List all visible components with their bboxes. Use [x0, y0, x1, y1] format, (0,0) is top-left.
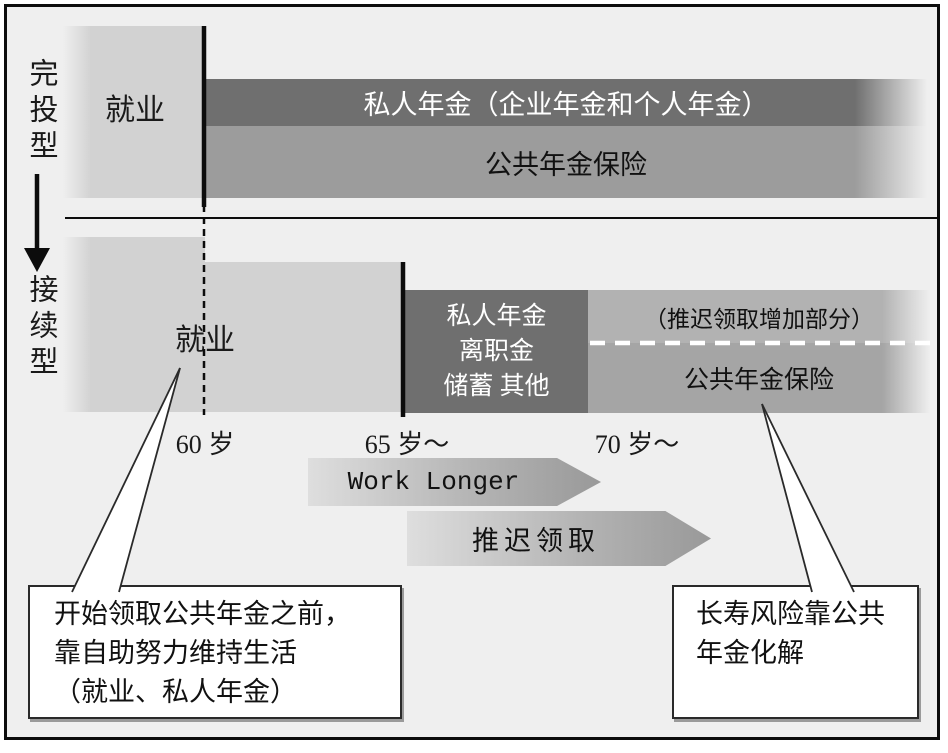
age-label-65: 65 岁～: [364, 430, 450, 459]
right-callout-box: 长寿风险靠公共 年金化解: [672, 585, 919, 719]
right-callout-line-2: 年金化解: [696, 638, 804, 668]
top-private-pension-bar: 私人年金（企业年金和个人年金）: [205, 79, 927, 126]
self-funds-box: 私人年金 离职金 储蓄 其他: [405, 290, 588, 413]
bottom-employment-label: 就业: [175, 324, 235, 357]
top-public-pension-bar: 公共年金保险: [205, 126, 927, 198]
type-label-continuation: 接续型: [25, 274, 57, 382]
age-label-70: 70 岁～: [594, 430, 680, 459]
defer-claim-arrow: 推迟领取: [407, 511, 711, 566]
left-callout-line-3: （就业、私人年金）: [54, 677, 297, 707]
right-callout-line-1: 长寿风险靠公共: [696, 599, 885, 629]
deferral-increase-strip: （推迟领取增加部分）: [588, 290, 930, 343]
left-callout-line-1: 开始领取公共年金之前，: [54, 599, 351, 629]
self-funds-line-1: 私人年金: [446, 303, 547, 330]
age-label-60: 60 岁: [175, 430, 235, 459]
self-funds-line-2: 离职金: [458, 338, 534, 365]
work-longer-arrow: Work Longer: [308, 458, 601, 506]
self-funds-line-3: 储蓄 其他: [443, 373, 550, 400]
left-callout-line-2: 靠自助努力维持生活: [54, 638, 297, 668]
type-label-full-contribution: 完投型: [25, 58, 57, 166]
bottom-employment-box-right: [205, 262, 403, 412]
top-employment-label: 就业: [105, 94, 165, 127]
top-employment-box: [63, 26, 205, 198]
left-callout-box: 开始领取公共年金之前， 靠自助努力维持生活 （就业、私人年金）: [28, 585, 402, 719]
bottom-public-pension-bar: 公共年金保险: [588, 343, 930, 413]
